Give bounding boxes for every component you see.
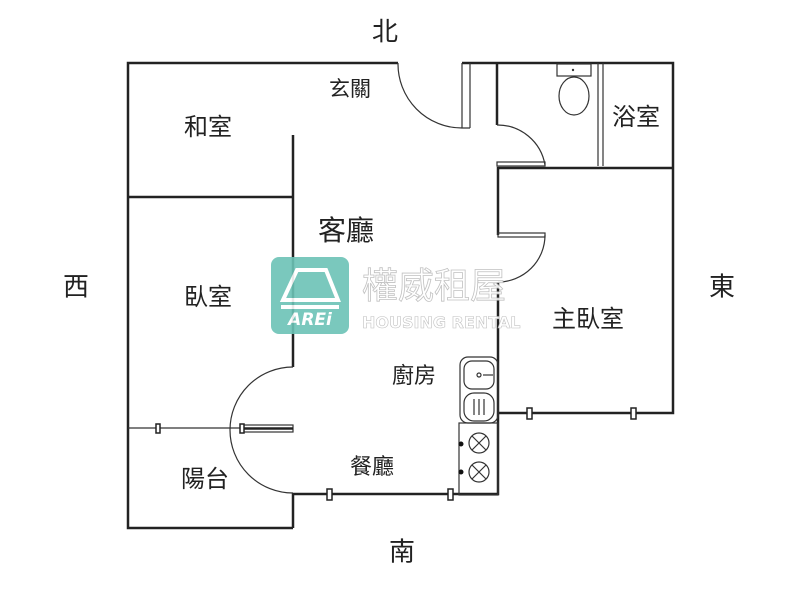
room-living: 客廳 (318, 214, 374, 247)
room-japanese: 和室 (184, 113, 232, 141)
window-markers (155, 407, 637, 501)
room-bathroom: 浴室 (612, 103, 660, 131)
doors (229, 62, 546, 494)
sink-icon (459, 356, 499, 424)
compass-south: 南 (389, 538, 415, 568)
master-bedroom-door-swing (497, 234, 546, 283)
logo-text: AREi (286, 310, 333, 330)
compass-west: 西 (63, 273, 89, 303)
room-master-bedroom: 主臥室 (552, 305, 624, 333)
compass-east: 東 (709, 273, 735, 303)
stove-icon (458, 422, 499, 496)
brand-name: 權威租屋 (362, 266, 506, 307)
room-kitchen: 廚房 (392, 364, 436, 389)
watermark-logo: AREi 權威租屋 HOUSING RENTAL (271, 257, 521, 334)
room-balcony: 陽台 (181, 465, 229, 493)
room-dining: 餐廳 (350, 455, 394, 480)
compass-north: 北 (372, 18, 398, 48)
entrance-door-swing (397, 62, 463, 129)
room-entrance: 玄關 (329, 77, 371, 101)
toilet-icon (556, 63, 592, 116)
toilet-door-swing (496, 124, 546, 166)
brand-tagline: HOUSING RENTAL (362, 313, 520, 332)
bedroom-door-swing (229, 366, 294, 494)
room-bedroom: 臥室 (184, 283, 232, 311)
